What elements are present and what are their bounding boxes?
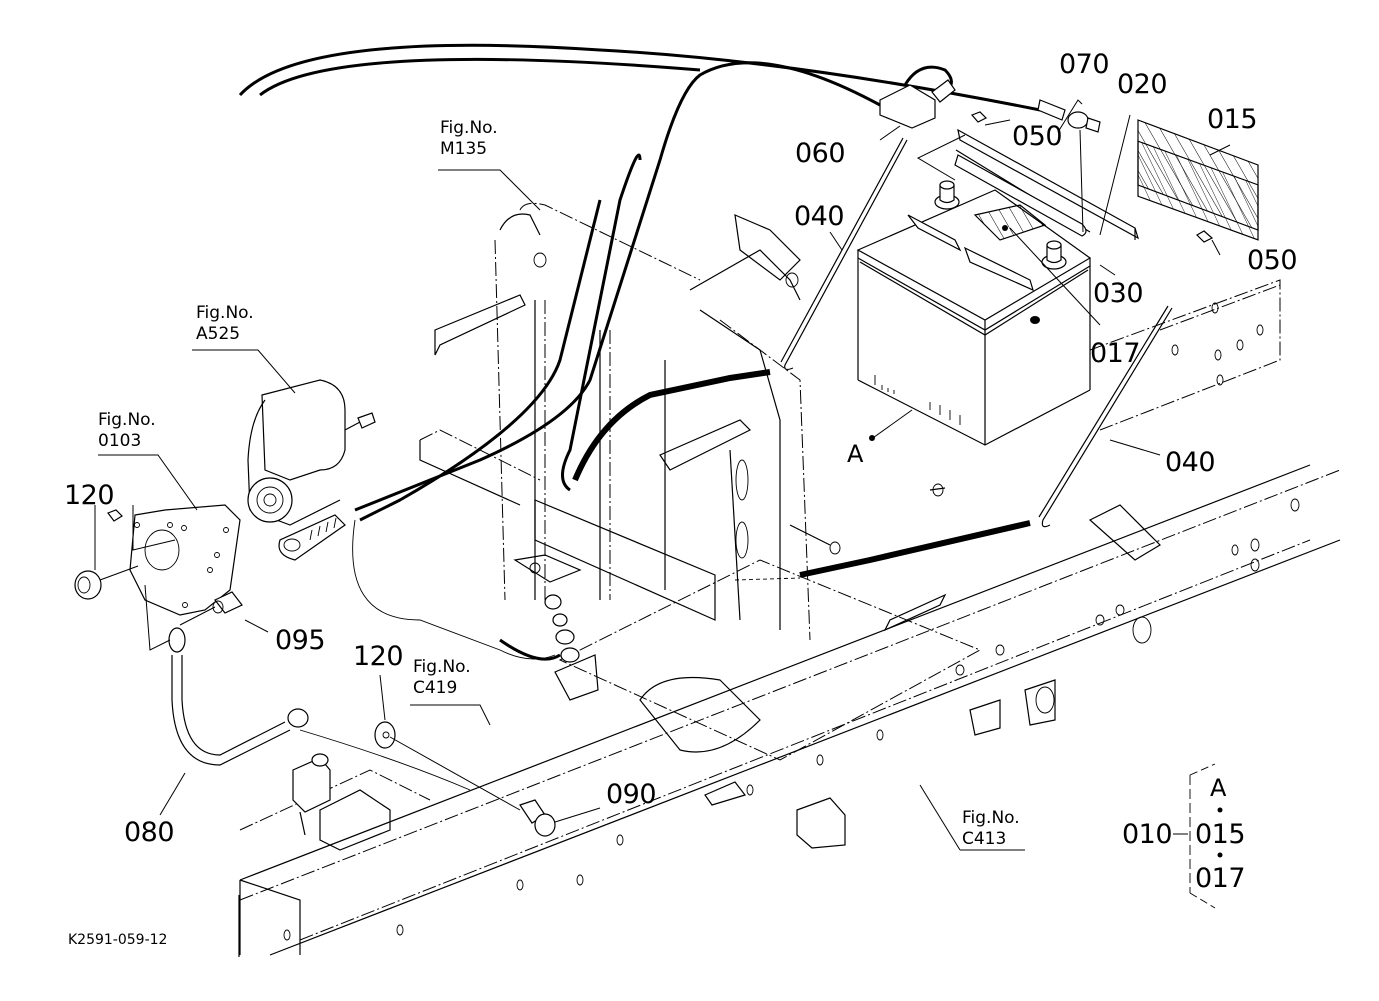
fig-ref-prefix: Fig.No.	[196, 303, 254, 323]
bolt-090	[519, 799, 556, 837]
frame-holes	[283, 302, 1300, 941]
assembly-legend-bracket	[1173, 763, 1223, 909]
starter-motor	[247, 379, 376, 561]
fig-ref-prefix: Fig.No.	[98, 410, 156, 430]
part-label-020: 020	[1117, 69, 1168, 100]
part-label-030: 030	[1093, 278, 1144, 309]
ground-cable-080	[144, 584, 309, 766]
assembly-child-015: 015	[1195, 819, 1246, 850]
fig-ref-number: C413	[962, 829, 1007, 849]
fig-ref-number: M135	[440, 139, 488, 159]
part-label-070: 070	[1059, 49, 1110, 80]
fig-ref-prefix: Fig.No.	[962, 808, 1020, 828]
assembly-parent-010: 010	[1122, 819, 1173, 850]
nut-050-top	[970, 111, 988, 123]
fig-ref-prefix: Fig.No.	[413, 657, 471, 677]
washer-stack	[544, 594, 599, 701]
drawing-code: K2591-059-12	[68, 932, 168, 948]
fig-ref-m135: Fig.No. M135	[440, 118, 498, 160]
fig-ref-0103: Fig.No. 0103	[98, 410, 156, 452]
part-label-017: 017	[1090, 338, 1141, 369]
assembly-header-a: A	[1210, 774, 1226, 802]
callout-a-label: A	[847, 440, 863, 468]
part-label-040-right: 040	[1165, 447, 1216, 478]
part-label-050-right: 050	[1247, 245, 1298, 276]
terminal-clamp-070	[1037, 99, 1101, 133]
mounting-plate	[129, 504, 241, 616]
battery-rods	[780, 137, 1173, 528]
sticker-hatch	[1137, 119, 1259, 231]
part-label-120-mid: 120	[353, 641, 404, 672]
nut-120-left	[74, 509, 139, 600]
fig-ref-c419: Fig.No. C419	[413, 657, 471, 699]
part-label-050-top: 050	[1012, 121, 1063, 152]
nut-120-mid	[374, 721, 521, 811]
cables	[238, 43, 1041, 791]
part-label-015: 015	[1207, 104, 1258, 135]
nut-050-right	[1196, 230, 1214, 243]
terminal-cover-060	[879, 79, 956, 129]
part-label-040-top: 040	[794, 201, 845, 232]
fig-ref-prefix: Fig.No.	[440, 118, 498, 138]
fig-ref-a525: Fig.No. A525	[196, 303, 254, 345]
fig-ref-c413: Fig.No. C413	[962, 808, 1020, 850]
battery	[856, 180, 1092, 446]
relay-block	[292, 753, 331, 836]
seat-frame	[419, 202, 947, 641]
part-label-090: 090	[606, 779, 657, 810]
leader-lines	[94, 99, 1231, 851]
part-label-080: 080	[124, 817, 175, 848]
fig-ref-number: 0103	[98, 431, 142, 451]
fig-ref-number: C419	[413, 678, 458, 698]
fig-ref-number: A525	[196, 324, 241, 344]
part-label-060: 060	[795, 138, 846, 169]
part-label-120-left: 120	[64, 480, 115, 511]
chassis-frame	[239, 279, 1341, 956]
assembly-child-017: 017	[1195, 863, 1246, 894]
part-label-095: 095	[275, 625, 326, 656]
bolt-095	[179, 591, 243, 626]
